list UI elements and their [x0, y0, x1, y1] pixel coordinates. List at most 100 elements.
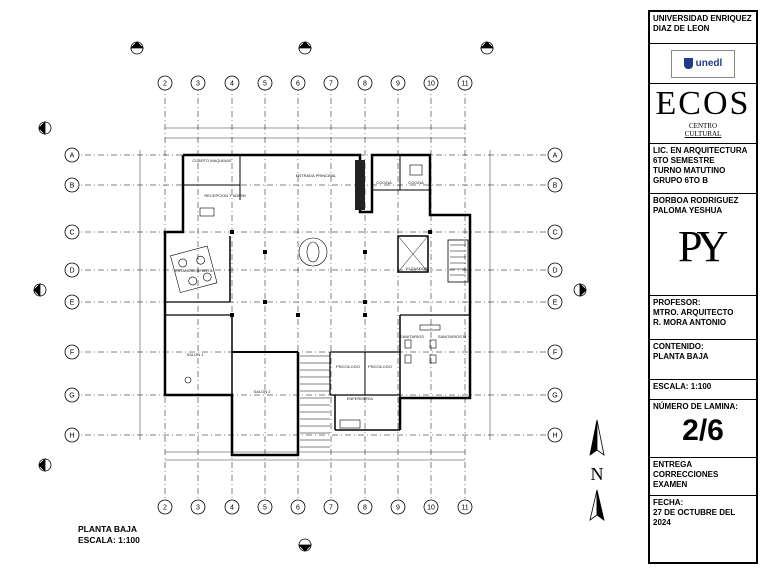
- svg-text:H: H: [69, 433, 74, 440]
- axis-bubble-left: B: [64, 177, 80, 193]
- logo-text: unedl: [695, 57, 723, 69]
- svg-text:D: D: [69, 268, 74, 275]
- delivery-line: CORRECCIONES: [653, 470, 719, 479]
- project-sub-1: CENTRO: [689, 122, 717, 130]
- plan-title-text: PLANTA BAJA: [78, 524, 138, 534]
- furniture: [170, 164, 441, 429]
- professor-name: R. MORA ANTONIO: [653, 318, 727, 327]
- room-entrada: ENTRADA PRINCIPAL: [296, 173, 338, 178]
- room-labels: CUARTO MAQUINAS RECEPCION Y ADMIN ENTRAD…: [175, 158, 466, 401]
- axis-bubble-top: 3: [190, 75, 206, 91]
- axis-bubble-right: F: [547, 344, 563, 360]
- logo-cell: unedl: [650, 44, 756, 84]
- column: [230, 230, 234, 234]
- column: [263, 250, 267, 254]
- stairs: [300, 244, 466, 448]
- axis-bubble-bottom: 7: [323, 499, 339, 515]
- axis-bubble-bottom: 3: [190, 499, 206, 515]
- svg-text:2: 2: [163, 505, 167, 512]
- svg-text:5: 5: [263, 81, 267, 88]
- student-name: PALOMA YESHUA: [653, 206, 723, 215]
- room-estancia: ESTANCIA INFANTIL: [175, 268, 214, 273]
- room-cocina-2: COCINA: [408, 180, 424, 185]
- axis-bubble-top: 10: [423, 75, 439, 91]
- career-line: GRUPO 6TO B: [653, 176, 708, 185]
- axis-bubble-right: G: [547, 387, 563, 403]
- axis-bubble-bottom: 11: [457, 499, 473, 515]
- axis-bubble-top: 4: [224, 75, 240, 91]
- column: [296, 313, 300, 317]
- svg-text:4: 4: [230, 505, 234, 512]
- room-cocina: COCINA: [376, 180, 392, 185]
- axis-bubble-bottom: 9: [390, 499, 406, 515]
- axis-bubbles-bottom: 2 3 4 5 6 7 8 9 10 11: [157, 499, 473, 515]
- room-recepcion: RECEPCION Y ADMIN: [204, 193, 245, 198]
- axis-bubble-left: G: [64, 387, 80, 403]
- svg-text:6: 6: [296, 505, 300, 512]
- scale-value: ESCALA: 1:100: [653, 382, 712, 391]
- scale-cell: ESCALA: 1:100: [650, 380, 756, 400]
- axis-bubble-top: 9: [390, 75, 406, 91]
- svg-text:C: C: [552, 230, 557, 237]
- career-cell: LIC. EN ARQUITECTURA 6TO SEMESTRE TURNO …: [650, 144, 756, 194]
- svg-text:G: G: [552, 393, 557, 400]
- svg-text:9: 9: [396, 81, 400, 88]
- svg-text:10: 10: [427, 81, 435, 88]
- svg-text:10: 10: [427, 505, 435, 512]
- svg-text:9: 9: [396, 505, 400, 512]
- content-cell: CONTENIDO: PLANTA BAJA: [650, 340, 756, 380]
- axis-bubble-left: H: [64, 427, 80, 443]
- axis-bubble-left: A: [64, 147, 80, 163]
- svg-text:3: 3: [196, 81, 200, 88]
- svg-text:8: 8: [363, 81, 367, 88]
- svg-text:G: G: [69, 393, 74, 400]
- svg-text:5: 5: [263, 505, 267, 512]
- column: [363, 313, 367, 317]
- column: [428, 230, 432, 234]
- column: [363, 300, 367, 304]
- room-sanitarios: SANITARIOS: [400, 334, 424, 339]
- axis-bubble-left: F: [64, 344, 80, 360]
- svg-text:7: 7: [329, 505, 333, 512]
- room-psicologo-1: PSICOLOGO: [336, 364, 360, 369]
- axis-bubble-top: 6: [290, 75, 306, 91]
- date-cell: FECHA: 27 DE OCTUBRE DEL 2024: [650, 496, 756, 562]
- plan-scale-text: ESCALA: 1:100: [78, 535, 140, 545]
- professor-cell: PROFESOR: MTRO. ARQUITECTO R. MORA ANTON…: [650, 296, 756, 340]
- north-label: N: [591, 464, 604, 484]
- axis-bubble-bottom: 4: [224, 499, 240, 515]
- svg-text:E: E: [553, 300, 558, 307]
- svg-text:B: B: [70, 183, 75, 190]
- delivery-line: EXAMEN: [653, 480, 688, 489]
- plan-title: PLANTA BAJA ESCALA: 1:100: [78, 524, 140, 546]
- svg-text:A: A: [70, 153, 75, 160]
- professor-name: MTRO. ARQUITECTO: [653, 308, 734, 317]
- content-label: CONTENIDO:: [653, 342, 704, 351]
- column: [263, 300, 267, 304]
- room-cuarto-maquinas: CUARTO MAQUINAS: [192, 158, 232, 163]
- svg-text:4: 4: [230, 81, 234, 88]
- axis-bubble-bottom: 2: [157, 499, 173, 515]
- room-elevador: ELEVADOR: [406, 266, 428, 271]
- svg-text:6: 6: [296, 81, 300, 88]
- north-arrow: N: [589, 419, 605, 521]
- room-salon-2: SALON 2: [254, 389, 272, 394]
- date-label: FECHA:: [653, 498, 684, 507]
- career-line: 6TO SEMESTRE: [653, 156, 715, 165]
- axis-bubble-top: 5: [257, 75, 273, 91]
- svg-text:D: D: [552, 268, 557, 275]
- university-cell: UNIVERSIDAD ENRIQUEZ DIAZ DE LEON: [650, 12, 756, 44]
- columns: [230, 230, 432, 317]
- student-initials: PY: [678, 222, 728, 271]
- svg-text:A: A: [553, 153, 558, 160]
- delivery-line: ENTREGA: [653, 460, 693, 469]
- axis-bubble-left: C: [64, 224, 80, 240]
- project-sub-2: CULTURAL: [684, 130, 722, 138]
- axis-bubble-right: C: [547, 224, 563, 240]
- svg-text:8: 8: [363, 505, 367, 512]
- sheet-cell: NÚMERO DE LAMINA: 2/6: [650, 400, 756, 458]
- walls: [163, 153, 472, 457]
